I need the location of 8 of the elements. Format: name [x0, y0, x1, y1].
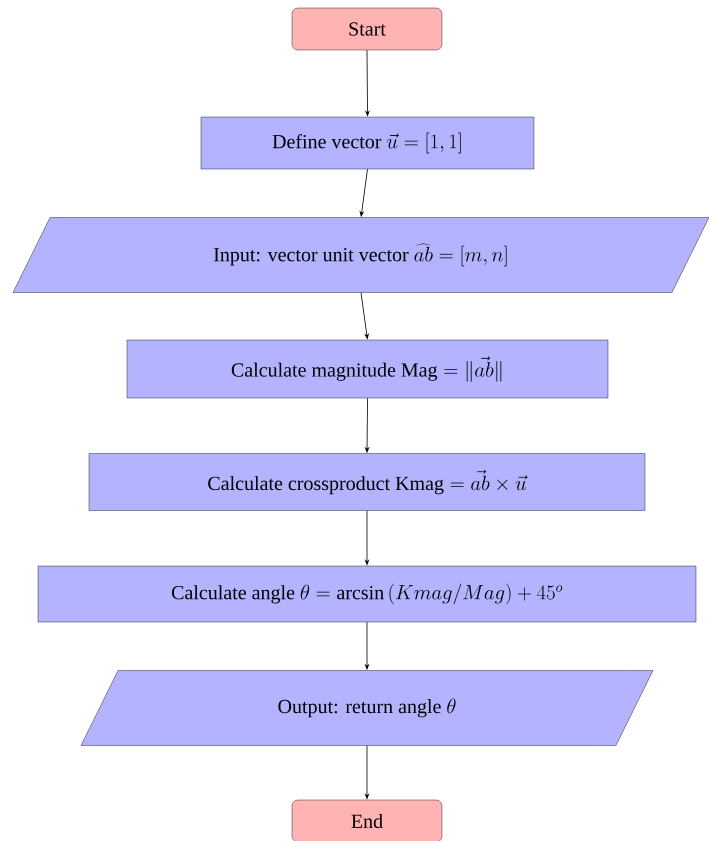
input-output-parallelogram: Output: return angle $\theta$	[80, 670, 654, 746]
process-box: Define vector $\vec{u} = [1, 1]$	[200, 116, 534, 170]
process-box: Calculate angle $\theta = \arcsin\left(Kmag/Mag\right) + 45^o$	[38, 566, 696, 622]
process-box: Calculate crossproduct $\mathrm{Kmag} = \vec{ab} \times \vec{u}$	[88, 453, 646, 511]
process-box: Calculate magnitude $\mathrm{Mag} = \|\vec{ab}\|$	[126, 340, 608, 398]
terminal-box: Start	[292, 8, 442, 50]
input-output-parallelogram: Input: vector unit vector $\widehat{ab} = [m, n]$	[12, 217, 709, 293]
terminal-box: End	[292, 800, 442, 841]
